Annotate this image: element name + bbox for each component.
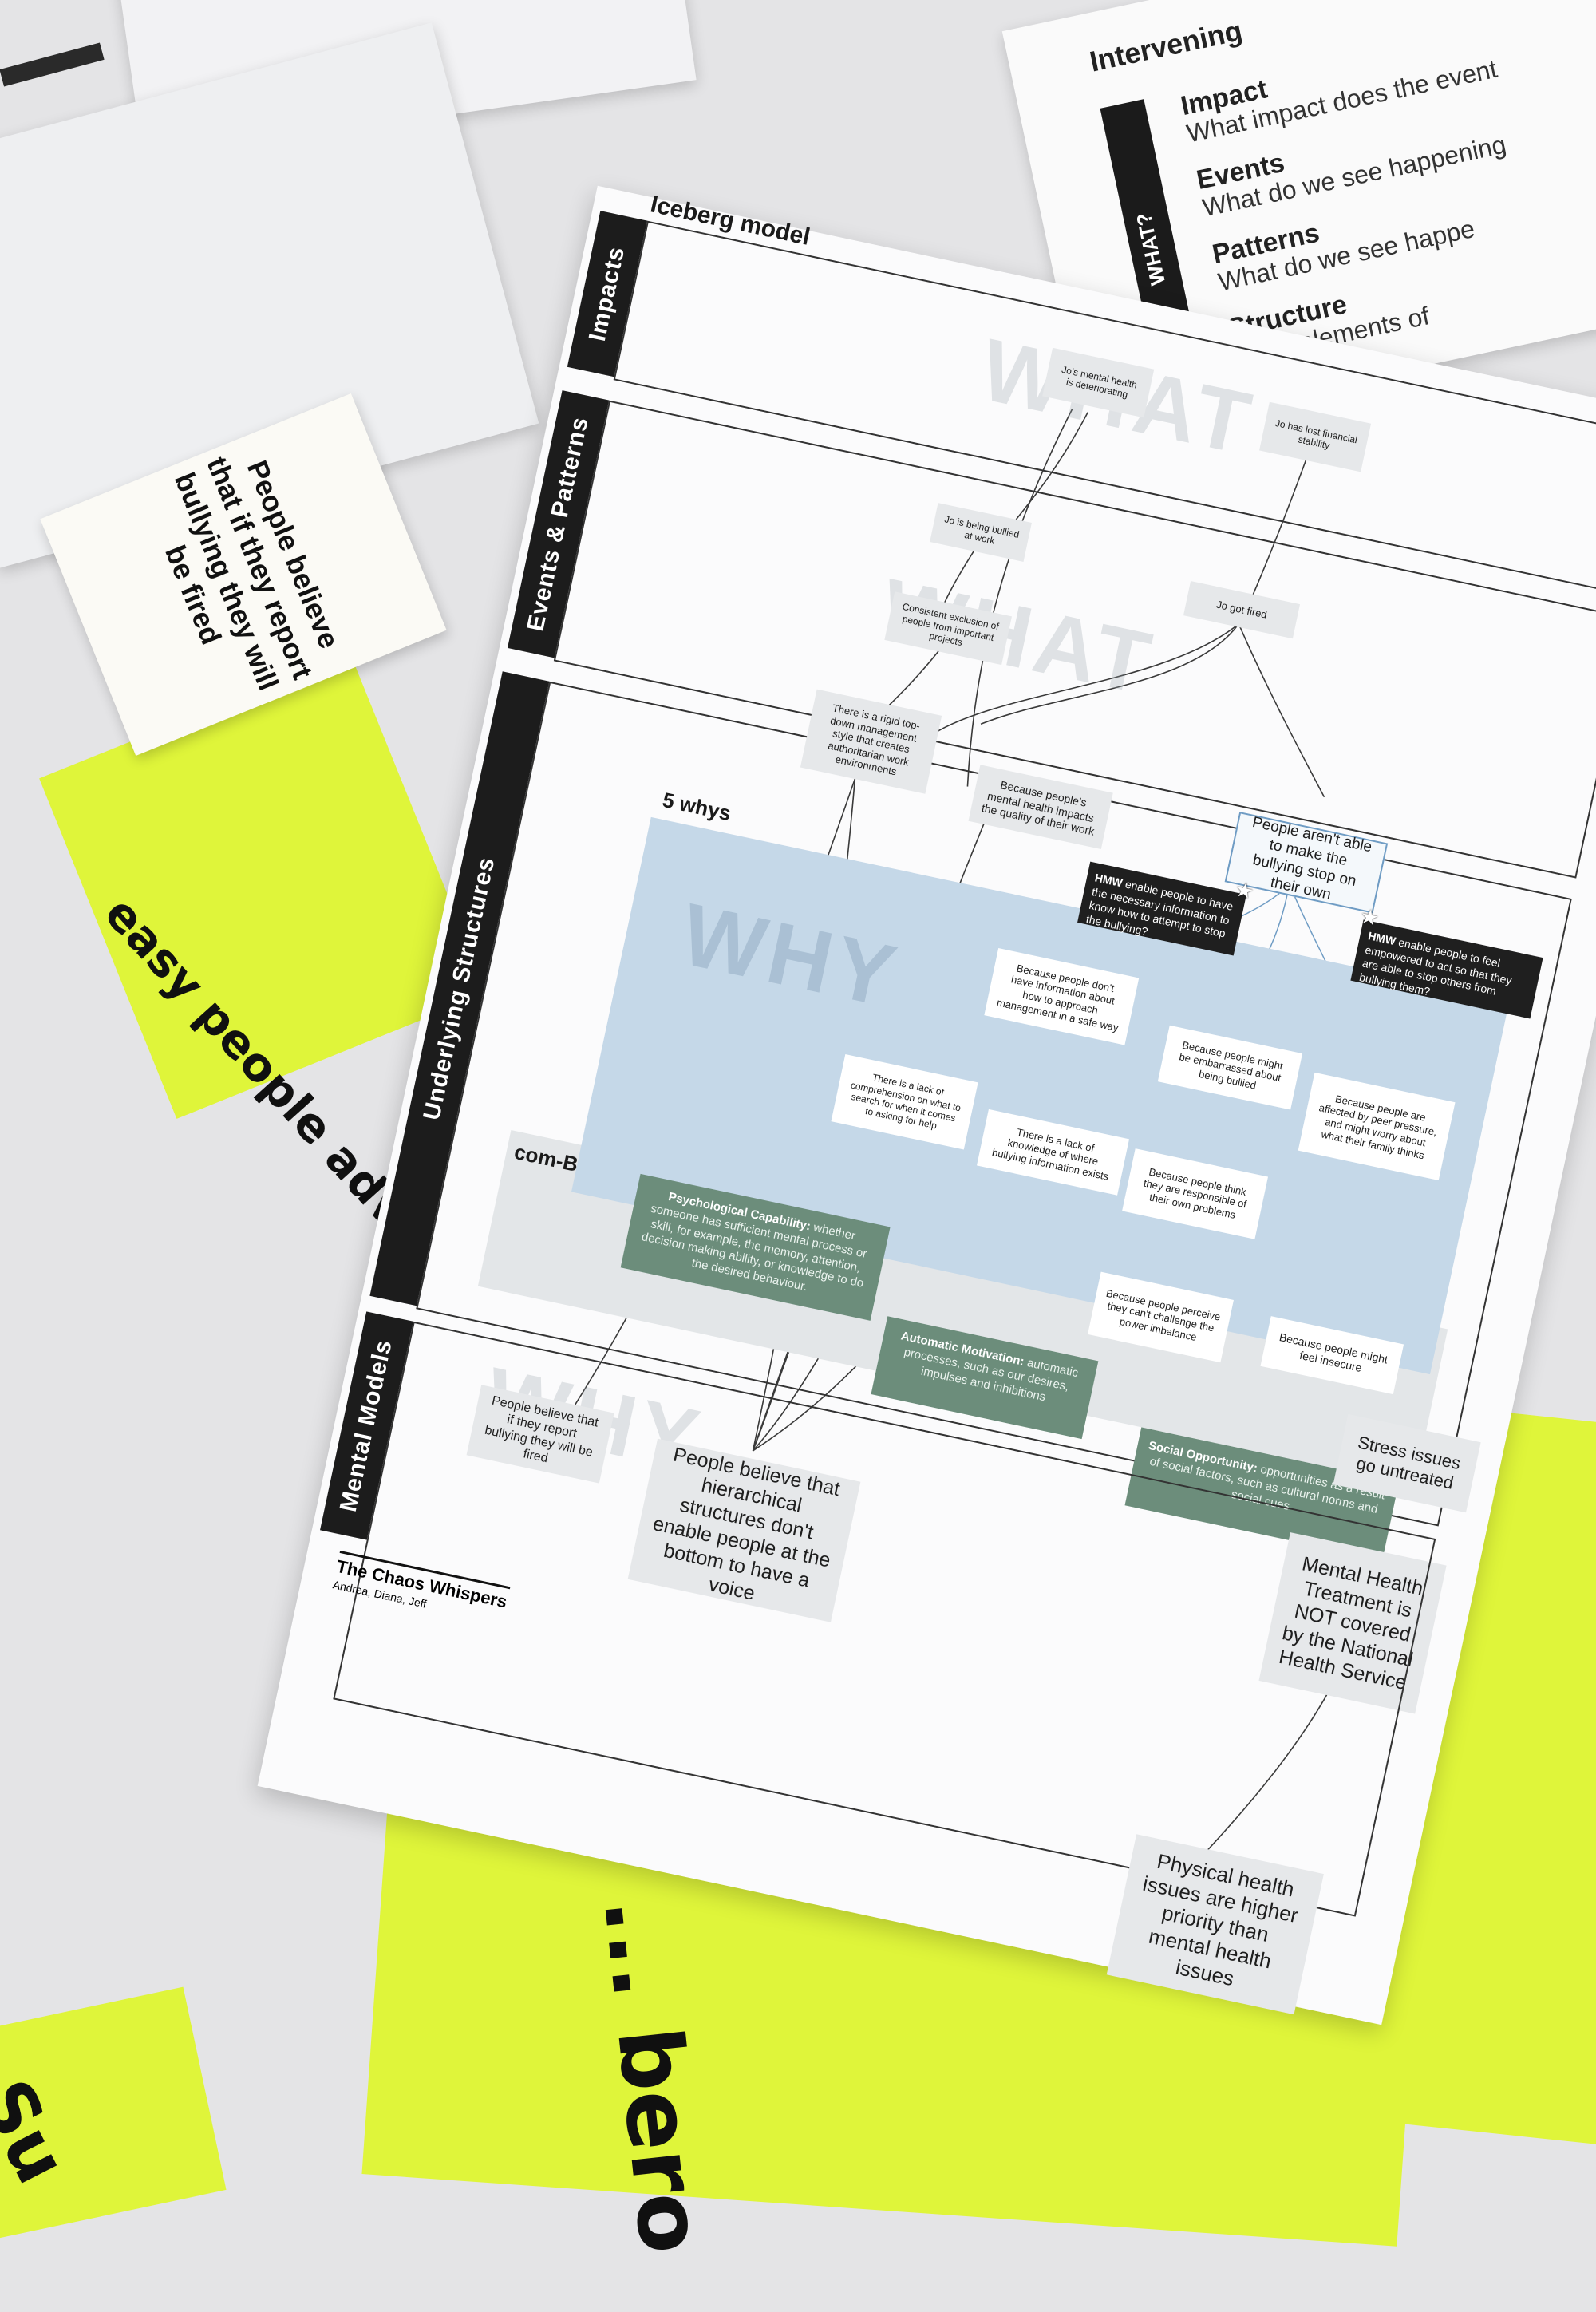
intervening-title: Intervening: [1086, 14, 1246, 78]
neon-note-corner-text: Su: [0, 2066, 84, 2197]
connector-line: [1195, 1687, 1332, 1863]
neon-note-corner: Su: [0, 1986, 227, 2243]
connector-line: [980, 623, 1239, 725]
iceberg-sheet: Iceberg model Impacts WHAT Jo's mental h…: [257, 185, 1596, 2025]
connector-line: [1252, 458, 1307, 595]
connector-line: [966, 409, 1073, 787]
connector-line: [1015, 412, 1088, 520]
neon-note-bottom-text: ... bero: [583, 1892, 723, 2259]
connector-line: [918, 623, 1239, 745]
background-dark-strip: [0, 42, 105, 87]
connector-line: [1238, 623, 1325, 798]
belief-card-text: People believe that if they report bully…: [159, 452, 346, 695]
hmw-left-text: enable people to have the necessary info…: [1084, 877, 1235, 940]
